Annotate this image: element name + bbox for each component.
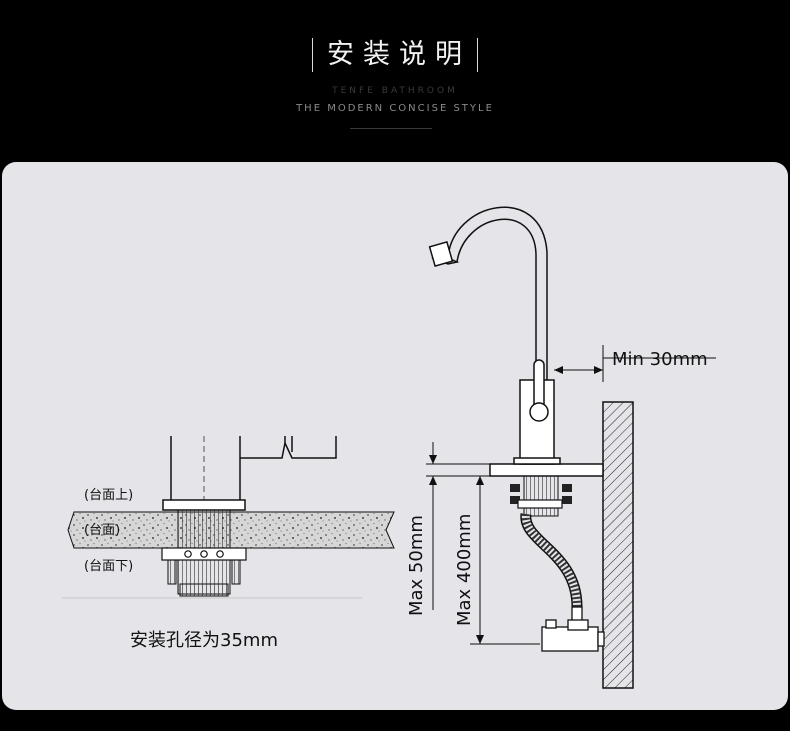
title-row: 安装说明 [0, 38, 790, 72]
label-above-counter: (台面上) [84, 488, 133, 503]
countertop [489, 463, 604, 477]
title-divider-left [312, 38, 313, 72]
left-diagram: (台面上) (台面) (台面下) 安装孔径为35mm [62, 436, 395, 651]
min-spacing-label: Min 30mm [612, 349, 708, 370]
label-below-counter: (台面下) [84, 559, 133, 574]
slogan: THE MODERN CONCISE STYLE [296, 103, 494, 114]
title-divider-right [477, 38, 478, 72]
header: 安装说明 TENFE BATHROOM THE MODERN CONCISE S… [0, 0, 790, 160]
hole-diameter-caption: 安装孔径为35mm [130, 630, 278, 651]
page-title: 安装说明 [327, 39, 471, 70]
installation-diagram: (台面上) (台面) (台面下) 安装孔径为35mm [62, 206, 716, 689]
right-diagram: Min 30mm Max 50mm Max 400mm [406, 206, 716, 689]
brand-name: TENFE BATHROOM [332, 86, 458, 96]
max-height-label: Max 400mm [454, 514, 475, 626]
max-thickness-label: Max 50mm [406, 515, 427, 616]
label-counter: (台面) [84, 523, 120, 538]
header-underline [350, 128, 432, 129]
wall [602, 401, 634, 689]
installation-panel: (台面上) (台面) (台面下) 安装孔径为35mm [2, 162, 788, 710]
